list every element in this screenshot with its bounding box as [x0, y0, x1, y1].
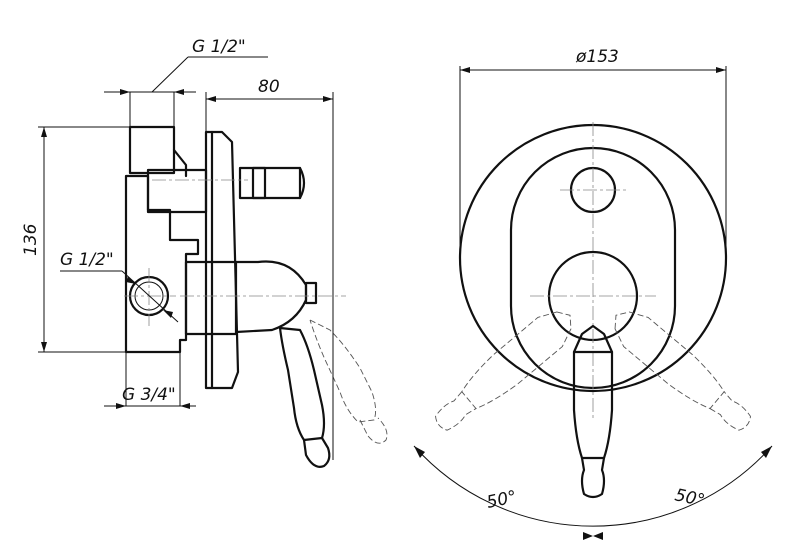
cover-plate — [204, 130, 240, 390]
side-view: G 1/2" 80 136 G 1/2" G 3/4" — [21, 37, 388, 468]
lever-tip — [302, 436, 331, 468]
right-angle-label: 50° — [673, 485, 707, 511]
front-view: 50° 50° ø153 — [413, 47, 773, 540]
width-label: 80 — [258, 77, 280, 97]
lever-dashed-right — [614, 311, 751, 431]
hub-screw — [304, 281, 318, 305]
diverter-knob — [238, 166, 302, 200]
handle-hub — [234, 260, 308, 334]
lever-dashed-left — [435, 311, 572, 431]
height-label: 136 — [21, 223, 41, 256]
diverter-knob-ring — [251, 166, 267, 200]
side-thread-label: G 1/2" — [60, 250, 114, 270]
lever-handle — [278, 326, 326, 442]
valve-body — [124, 174, 200, 354]
lever-dashed-rotated — [309, 319, 377, 423]
angle-arc — [413, 445, 773, 527]
diverter-knob-cap — [298, 166, 306, 200]
left-angle-label: 50° — [485, 487, 519, 513]
upper-stem-block — [146, 168, 208, 214]
lower-cartridge — [184, 260, 238, 336]
main-lever-tip — [580, 456, 606, 499]
bottom-thread-label: G 3/4" — [122, 385, 176, 405]
diameter-label: ø153 — [575, 47, 619, 67]
top-thread-label: G 1/2" — [192, 37, 246, 57]
top-inlet — [128, 125, 176, 175]
inlet-neck — [172, 148, 188, 178]
lever-dashed-tip — [359, 417, 388, 444]
